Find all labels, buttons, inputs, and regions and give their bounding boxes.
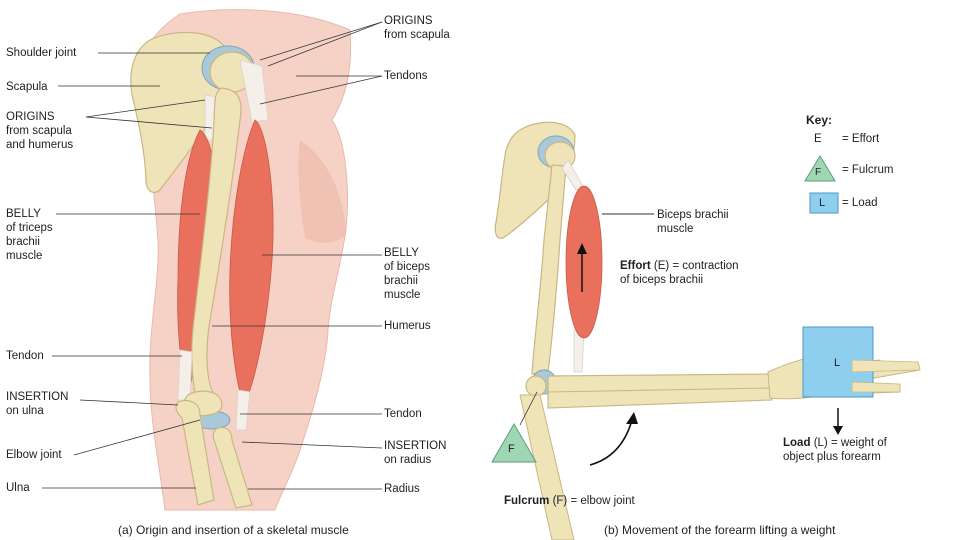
panel-b-illustration <box>491 121 921 540</box>
label-elbow-joint: Elbow joint <box>6 449 62 461</box>
label-belly-biceps-1: BELLY <box>384 247 419 259</box>
label-origins-right-2: from scapula <box>384 29 450 41</box>
label-belly-biceps-3: brachii <box>384 275 418 287</box>
label-effort-rest: (E) = contraction <box>653 260 739 272</box>
ulna-bone <box>175 399 215 506</box>
fulcrum-marker-letter: F <box>508 443 515 455</box>
key-title: Key: <box>806 113 833 127</box>
key-load-text: = Load <box>842 197 878 209</box>
caption-panel-a: (a) Origin and insertion of a skeletal m… <box>118 523 349 537</box>
label-origins-right-1: ORIGINS <box>384 15 433 27</box>
label-origins-left-2: from scapula <box>6 125 72 137</box>
chest-shade <box>298 140 346 243</box>
label-belly-biceps-4: muscle <box>384 289 421 301</box>
key-effort-letter: E <box>814 133 822 145</box>
caption-panel-b: (b) Movement of the forearm lifting a we… <box>604 523 836 537</box>
label-insertion-radius-2: on radius <box>384 454 432 466</box>
label-tendon-left: Tendon <box>6 350 44 362</box>
label-insertion-ulna-2: on ulna <box>6 405 44 417</box>
panel-a-illustration <box>42 9 383 511</box>
label-origins-left-3: and humerus <box>6 139 74 151</box>
label-origins-left-1: ORIGINS <box>6 111 55 123</box>
label-belly-triceps-4: muscle <box>6 250 43 262</box>
label-radius: Radius <box>384 483 420 495</box>
biceps-b <box>565 185 603 339</box>
key-effort-text: = Effort <box>842 133 880 145</box>
key-load-symbol <box>809 192 839 214</box>
fulcrum-marker <box>491 423 537 463</box>
label-shoulder-joint: Shoulder joint <box>6 47 77 59</box>
load-marker-letter: L <box>834 357 841 369</box>
key-load-letter: L <box>819 197 826 209</box>
label-insertion-radius-1: INSERTION <box>384 440 447 452</box>
label-load-line1: Load (L) = weight of <box>783 436 887 450</box>
label-load-line2: object plus forearm <box>783 451 881 463</box>
label-biceps-2: muscle <box>657 223 694 235</box>
label-effort-line2: of biceps brachii <box>620 274 704 286</box>
radius-bone <box>212 426 253 509</box>
label-fulcrum-bold: Fulcrum <box>504 495 550 507</box>
label-load-bold: Load <box>783 437 811 449</box>
label-effort-bold: Effort <box>620 260 651 272</box>
label-tendons: Tendons <box>384 70 428 82</box>
label-tendon-right: Tendon <box>384 408 422 420</box>
label-belly-triceps-1: BELLY <box>6 208 41 220</box>
label-insertion-ulna-1: INSERTION <box>6 391 69 403</box>
label-biceps-1: Biceps brachii <box>657 209 729 221</box>
key-fulcrum-letter: F <box>815 167 822 178</box>
label-effort-line1: Effort (E) = contraction <box>620 259 739 273</box>
label-belly-triceps-3: brachii <box>6 236 40 248</box>
label-belly-triceps-2: of triceps <box>6 222 53 234</box>
label-belly-biceps-2: of biceps <box>384 261 431 273</box>
key-fulcrum-symbol <box>804 155 836 182</box>
label-fulcrum: Fulcrum (F) = elbow joint <box>504 494 635 508</box>
label-load-rest: (L) = weight of <box>813 437 887 449</box>
label-fulcrum-rest: (F) = elbow joint <box>552 495 635 507</box>
label-scapula: Scapula <box>6 81 48 93</box>
label-humerus: Humerus <box>384 320 431 332</box>
label-ulna: Ulna <box>6 482 30 494</box>
key-fulcrum-text: = Fulcrum <box>842 164 894 176</box>
